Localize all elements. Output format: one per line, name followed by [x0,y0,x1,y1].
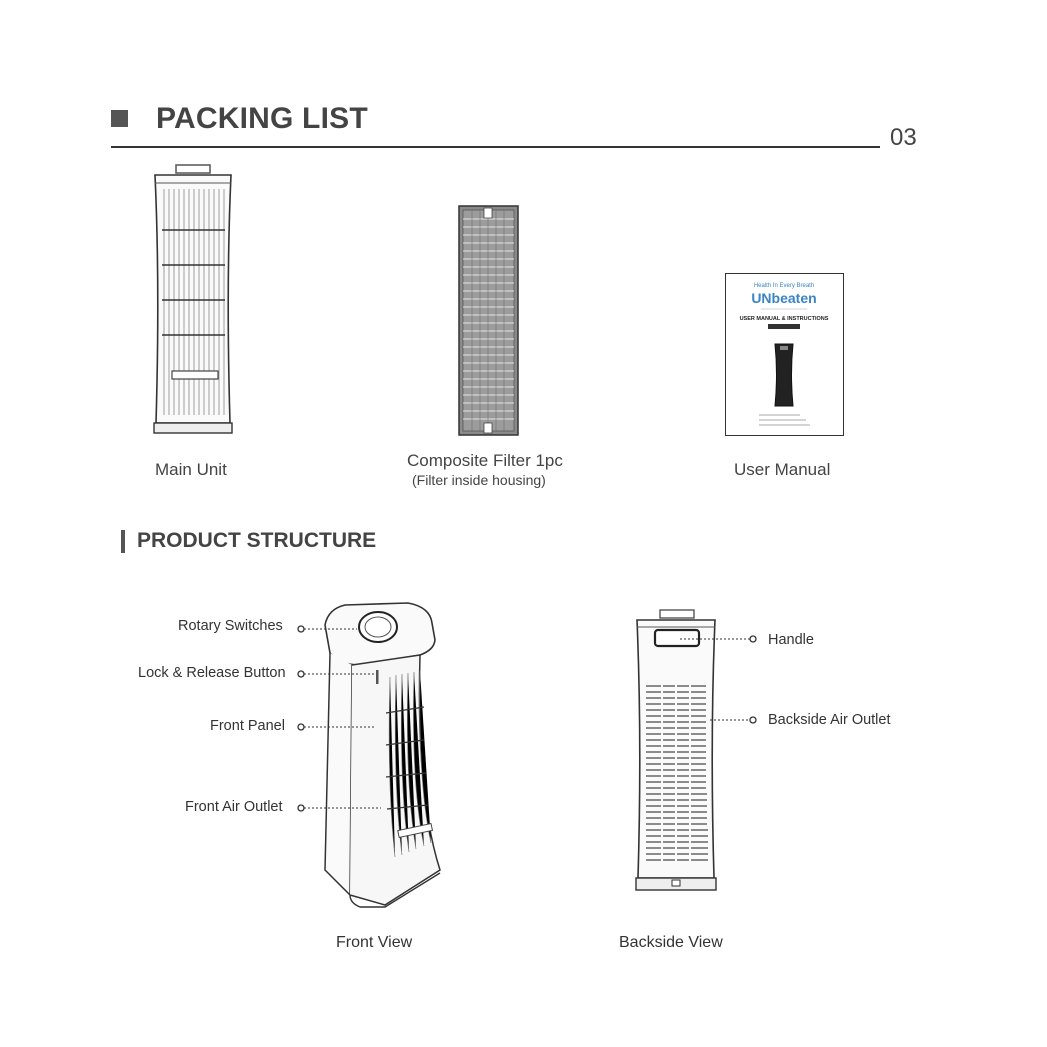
main-unit-caption: Main Unit [155,460,227,480]
section-square-icon [111,110,128,127]
section-title: PRODUCT STRUCTURE [137,529,376,553]
manual-heading: USER MANUAL & INSTRUCTIONS [740,316,829,322]
section-bar-icon [121,530,125,553]
front-leader-lines [295,620,385,820]
title-divider [111,146,880,148]
manual-brand-logo: UNbeaten [751,290,816,306]
label-handle: Handle [768,632,814,648]
filter-caption: Composite Filter 1pc [407,451,563,471]
front-view-caption: Front View [336,934,412,952]
label-backside-air-outlet: Backside Air Outlet [768,712,891,728]
backside-view-caption: Backside View [619,934,723,952]
back-leader-lines [680,630,770,730]
label-lock-release-button: Lock & Release Button [138,665,286,681]
manual-tagline: Health In Every Breath [754,283,814,289]
label-front-panel: Front Panel [210,718,285,734]
page-title: PACKING LIST [156,102,368,136]
filter-sub-caption: (Filter inside housing) [412,472,546,488]
label-rotary-switches: Rotary Switches [178,618,283,634]
composite-filter-illustration [458,205,520,437]
user-manual-caption: User Manual [734,460,830,480]
user-manual-cover: Health In Every Breath UNbeaten USER MAN… [725,273,844,436]
main-unit-illustration [150,165,236,437]
page-number: 03 [890,124,917,152]
label-front-air-outlet: Front Air Outlet [185,799,283,815]
